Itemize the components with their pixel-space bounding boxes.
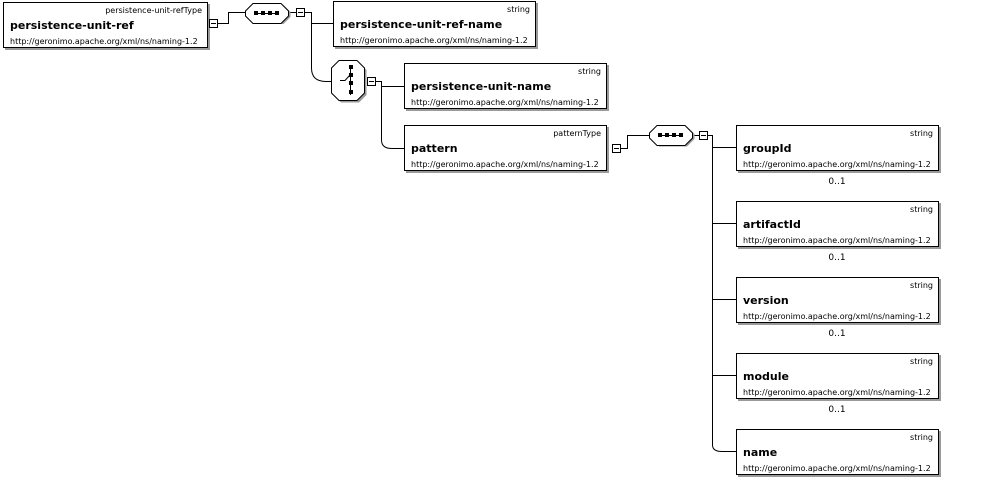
element-type: string bbox=[910, 281, 933, 290]
element-name: persistence-unit-ref bbox=[10, 19, 134, 32]
element-persistence-unit-name[interactable]: string persistence-unit-name http://gero… bbox=[404, 63, 607, 109]
sequence-icon bbox=[245, 3, 291, 25]
occurrence-label: 0..1 bbox=[828, 329, 846, 339]
element-name: groupId bbox=[743, 142, 792, 155]
element-name[interactable]: string name http://geronimo.apache.org/x… bbox=[736, 429, 939, 475]
element-type: string bbox=[578, 67, 601, 76]
choice-compositor[interactable] bbox=[331, 60, 369, 108]
element-namespace: http://geronimo.apache.org/xml/ns/naming… bbox=[743, 388, 931, 397]
element-type: string bbox=[910, 433, 933, 442]
sequence-compositor[interactable] bbox=[245, 3, 293, 28]
element-artifactId[interactable]: string artifactId http://geronimo.apache… bbox=[736, 201, 939, 247]
element-namespace: http://geronimo.apache.org/xml/ns/naming… bbox=[10, 37, 198, 46]
occurrence-label: 0..1 bbox=[828, 253, 846, 263]
element-namespace: http://geronimo.apache.org/xml/ns/naming… bbox=[743, 236, 931, 245]
element-type: string bbox=[910, 205, 933, 214]
element-pattern[interactable]: patternType pattern http://geronimo.apac… bbox=[404, 125, 607, 171]
occurrence-label: 0..1 bbox=[828, 405, 846, 415]
collapse-toggle[interactable] bbox=[209, 19, 218, 28]
element-name: pattern bbox=[411, 142, 458, 155]
element-name: persistence-unit-ref-name bbox=[340, 18, 503, 31]
collapse-toggle[interactable] bbox=[367, 77, 376, 86]
element-persistence-unit-ref-name[interactable]: string persistence-unit-ref-name http://… bbox=[333, 1, 536, 47]
element-type: string bbox=[910, 129, 933, 138]
element-namespace: http://geronimo.apache.org/xml/ns/naming… bbox=[340, 36, 528, 45]
sequence-icon bbox=[649, 125, 695, 147]
element-type: persistence-unit-refType bbox=[105, 6, 202, 15]
element-namespace: http://geronimo.apache.org/xml/ns/naming… bbox=[743, 312, 931, 321]
sequence-compositor[interactable] bbox=[649, 125, 697, 152]
element-namespace: http://geronimo.apache.org/xml/ns/naming… bbox=[743, 464, 931, 473]
element-persistence-unit-ref[interactable]: persistence-unit-refType persistence-uni… bbox=[3, 2, 208, 48]
element-name: name bbox=[743, 446, 778, 459]
element-name: module bbox=[743, 370, 789, 383]
element-name: version bbox=[743, 294, 789, 307]
collapse-toggle[interactable] bbox=[296, 8, 305, 17]
occurrence-label: 0..1 bbox=[828, 177, 846, 187]
collapse-toggle[interactable] bbox=[699, 131, 708, 140]
element-namespace: http://geronimo.apache.org/xml/ns/naming… bbox=[743, 160, 931, 169]
element-name: artifactId bbox=[743, 218, 801, 231]
element-namespace: http://geronimo.apache.org/xml/ns/naming… bbox=[411, 98, 599, 107]
element-module[interactable]: string module http://geronimo.apache.org… bbox=[736, 353, 939, 399]
element-name: persistence-unit-name bbox=[411, 80, 552, 93]
element-type: string bbox=[910, 357, 933, 366]
element-groupId[interactable]: string groupId http://geronimo.apache.or… bbox=[736, 125, 939, 171]
element-namespace: http://geronimo.apache.org/xml/ns/naming… bbox=[411, 160, 599, 169]
choice-icon bbox=[331, 60, 367, 103]
element-type: patternType bbox=[553, 129, 601, 138]
element-type: string bbox=[507, 5, 530, 14]
collapse-toggle[interactable] bbox=[612, 144, 621, 153]
element-version[interactable]: string version http://geronimo.apache.or… bbox=[736, 277, 939, 323]
